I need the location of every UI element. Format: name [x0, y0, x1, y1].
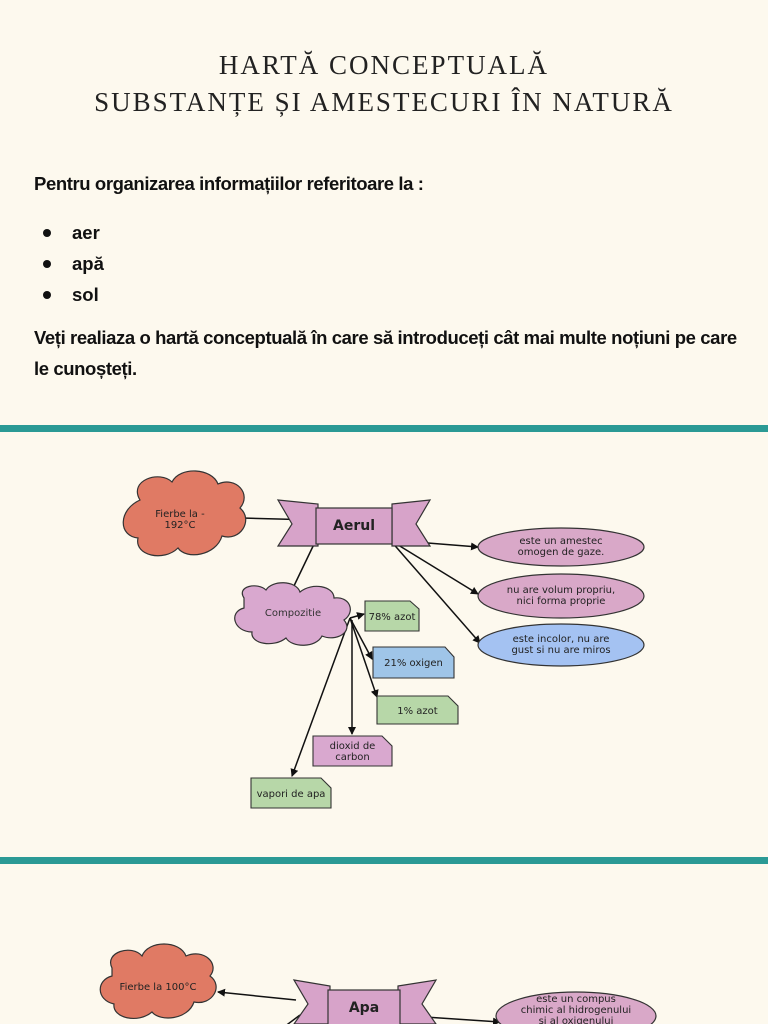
central-node-air: Aerul [333, 517, 375, 534]
component-text: 78% azot [368, 611, 416, 623]
property-oval [477, 527, 645, 567]
intro-lead: Pentru organizarea informațiilor referit… [34, 173, 424, 194]
air-connectors [241, 517, 481, 777]
property-oval [477, 623, 645, 667]
component-text: 1% azot [397, 705, 438, 717]
instruction-text: Veți realiaza o hartă conceptuală în car… [34, 327, 737, 379]
component-note [250, 777, 332, 809]
component-note [312, 735, 393, 767]
boil-point-text: Fierbe la 100°C [119, 981, 197, 993]
central-node-water: Apa [348, 999, 380, 1016]
component-note [364, 600, 420, 632]
component-text: vapori de apa [256, 788, 326, 800]
topic-item-soil: sol [34, 279, 104, 310]
boil-cloud-water [99, 943, 217, 1020]
component-note [376, 695, 459, 725]
topic-item-air: aer [34, 217, 104, 248]
topic-list: aer apă sol [34, 217, 104, 310]
composition-label: Compozitie [264, 607, 322, 619]
topic-item-water: apă [34, 248, 104, 279]
boil-point-text: Fierbe la - 192°C [155, 509, 205, 531]
component-text: 21% oxigen [384, 657, 443, 669]
ribbon-air [276, 499, 432, 547]
component-note [372, 646, 455, 679]
property-text: nu are volum propriu, nici forma proprie [506, 585, 616, 607]
property-oval [495, 991, 657, 1024]
property-text: este un compus chimic al hidrogenului si… [520, 994, 632, 1024]
section-divider [0, 857, 768, 864]
ribbon-water [292, 979, 438, 1024]
section-divider [0, 425, 768, 432]
page-title-line2: SUBSTANȚE ȘI AMESTECURI ÎN NATURĂ [94, 87, 674, 117]
property-text: este un amestec omogen de gaze. [517, 536, 605, 558]
component-text: dioxid de carbon [329, 741, 376, 763]
composition-cloud [234, 582, 351, 646]
property-text: este incolor, nu are gust si nu are miro… [511, 634, 611, 656]
page-title-line1: HARTĂ CONCEPTUALĂ [218, 50, 550, 80]
property-oval [477, 573, 645, 619]
boil-cloud-air [122, 470, 247, 557]
